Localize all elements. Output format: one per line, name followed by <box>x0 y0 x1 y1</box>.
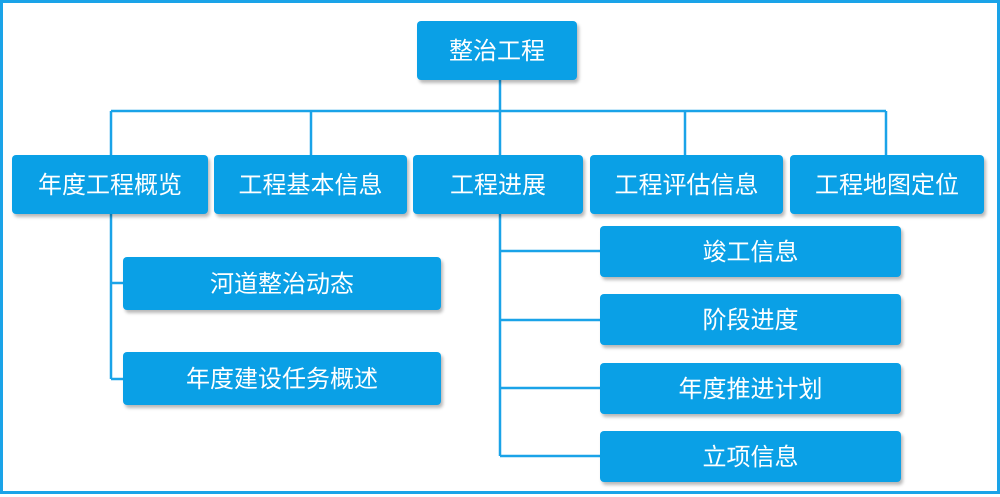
node-root: 整治工程 <box>417 21 577 80</box>
node-branch-3-child-4: 立项信息 <box>600 431 901 482</box>
node-branch-5: 工程地图定位 <box>790 155 984 214</box>
node-branch-4: 工程评估信息 <box>590 155 783 214</box>
node-branch-3-child-2: 阶段进度 <box>600 294 901 345</box>
node-branch-2: 工程基本信息 <box>214 155 407 214</box>
node-branch-1-child-2: 年度建设任务概述 <box>123 352 441 405</box>
node-branch-1-child-1: 河道整治动态 <box>123 257 441 310</box>
node-branch-1: 年度工程概览 <box>12 155 208 214</box>
node-branch-3: 工程进展 <box>413 155 583 214</box>
node-branch-3-child-3: 年度推进计划 <box>600 363 901 414</box>
node-branch-3-child-1: 竣工信息 <box>600 226 901 277</box>
connector-lines <box>109 80 888 458</box>
